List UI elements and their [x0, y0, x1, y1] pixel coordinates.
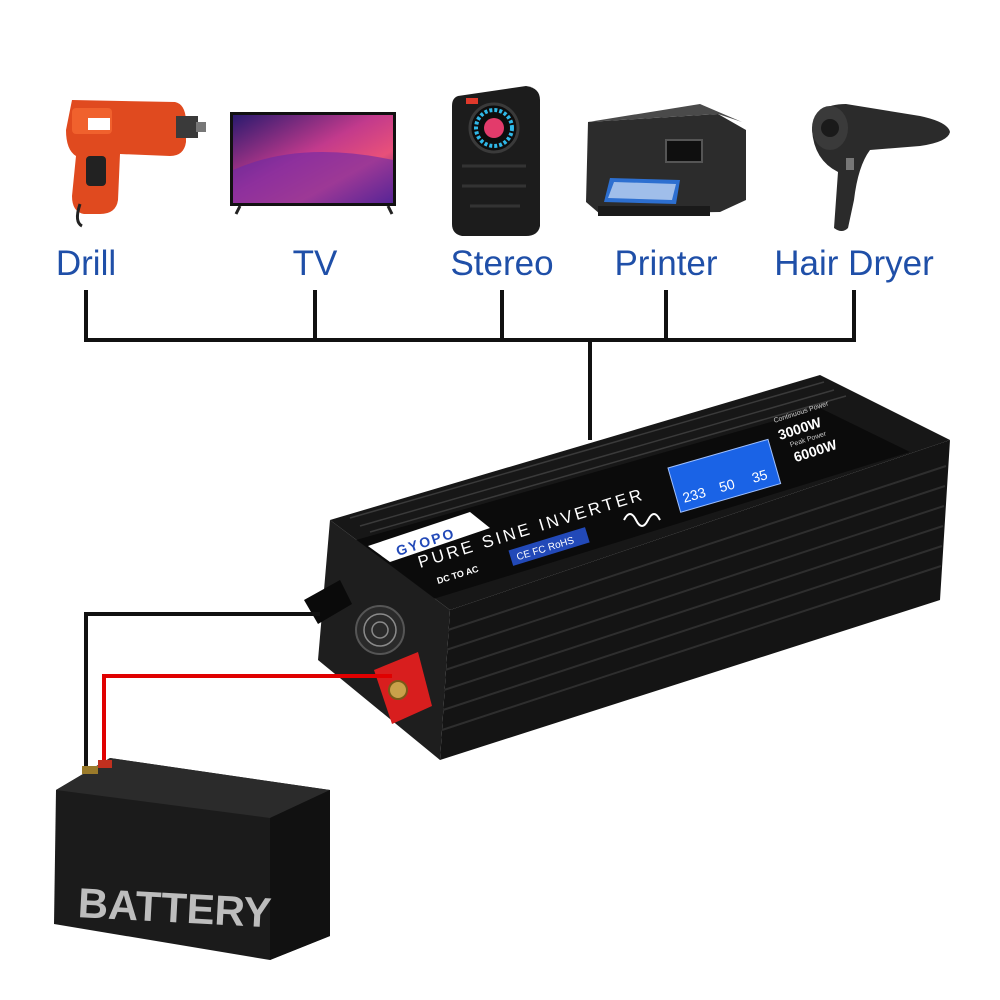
tv-icon: [230, 112, 396, 215]
sine-wave-icon: [623, 513, 661, 527]
drill-icon: [66, 100, 206, 228]
positive-wire: [102, 674, 392, 766]
lcd-display: 233 50 35: [667, 438, 782, 513]
battery-wires: [84, 612, 392, 768]
positive-terminal: [374, 652, 432, 724]
device-label-hair-dryer: Hair Dryer: [774, 244, 934, 283]
battery-icon: [54, 758, 330, 960]
device-label-printer: Printer: [614, 244, 718, 283]
hair-dryer-icon: [812, 104, 950, 231]
device-label-tv: TV: [292, 244, 338, 283]
stereo-speaker-icon: [452, 86, 540, 236]
lcd-value-right: 35: [750, 466, 770, 486]
inverter: GYOPO PURE SINE INVERTER DC TO AC CE FC …: [304, 375, 950, 760]
negative-wire: [84, 612, 320, 768]
lcd-value-left: 233: [681, 484, 708, 506]
cooling-fan: [355, 605, 405, 655]
device-label-stereo: Stereo: [450, 244, 554, 283]
wiring-bus: [84, 290, 856, 440]
device-label-drill: Drill: [55, 244, 117, 283]
printer-icon: [586, 104, 746, 216]
battery-label: BATTERY: [77, 879, 273, 936]
lcd-value-mid: 50: [717, 476, 737, 496]
